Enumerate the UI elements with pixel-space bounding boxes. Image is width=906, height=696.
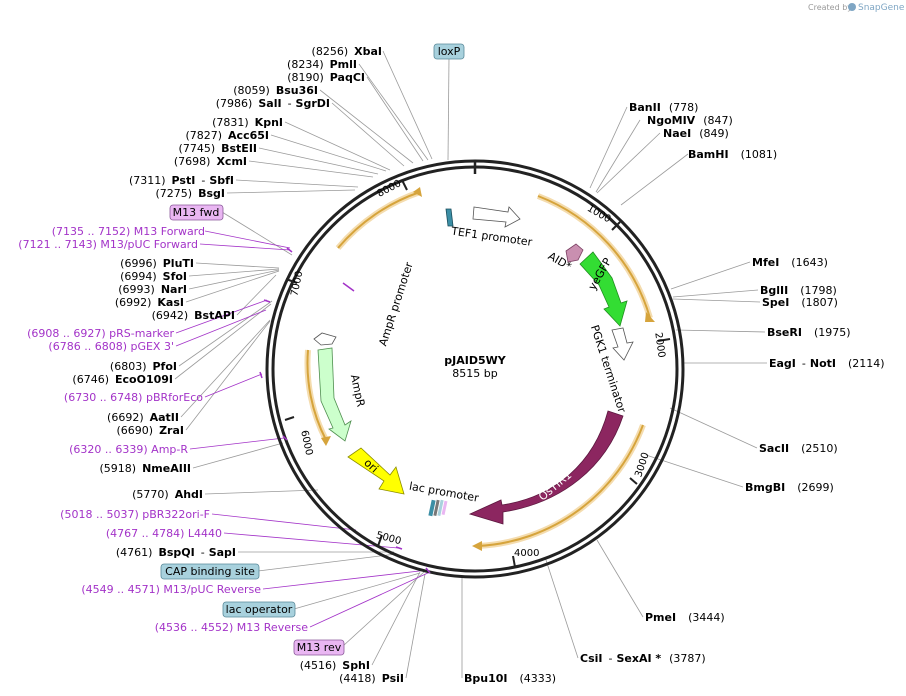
site-label-banii: BanII(778) [629,101,698,114]
site-label-pmei: PmeI(3444) [645,611,725,624]
site-label-kpni: (7831)KpnI [212,116,283,129]
site-label-spei: SpeI(1807) [762,296,838,309]
ostir1-arrow [468,410,624,525]
ruler-label-7000: 7000 [289,270,305,297]
tef1-promoter-arrow [472,206,521,228]
site-label-bamhi: BamHI(1081) [688,148,777,161]
ruler-label-6000: 6000 [298,429,314,456]
ruler-label-3000: 3000 [633,451,651,479]
ampr-promoter-arrow [313,332,337,346]
site-label-xbai: (8256)XbaI [312,45,382,58]
primer-label-prs-marker: (6908 .. 6927) pRS-marker [27,327,174,340]
site-label-bmgbi: BmgBI(2699) [745,481,834,494]
site-label-nmeaiii: (5918)NmeAIII [100,462,192,475]
svg-text:M13 rev: M13 rev [297,641,342,654]
svg-text:lac operator: lac operator [226,603,293,616]
svg-text:CAP binding site: CAP binding site [165,565,255,578]
primer-leaders [175,230,431,628]
site-label-bglii: BglII(1798) [760,284,837,297]
box-m13-rev: M13 rev [293,639,345,656]
svg-text:M13 fwd: M13 fwd [173,206,220,219]
site-label-bseri: BseRI(1975) [767,326,851,339]
ruler-label-4000: 4000 [514,548,539,559]
primer-label-pbrforeco: (6730 .. 6748) pBRforEco [64,391,203,404]
feature-label-tef1-promoter: TEF1 promoter [449,224,533,248]
site-label-csii: CsiI-SexAI *(3787) [580,652,706,665]
aid-star-arrow [565,243,584,263]
site-label-acc65i: (7827)Acc65I [185,129,269,142]
plasmid-length: 8515 bp [452,367,497,380]
orf-arcs [304,187,655,551]
site-label-naei: NaeI(849) [663,127,729,140]
plasmid-name: pJAID5WY [444,354,506,367]
primer-labels: (7135 .. 7152) M13 Forward (7121 .. 7143… [18,225,308,634]
site-label-nari: (6993)NarI [118,283,187,296]
snapgene-logo-icon [848,3,856,11]
feature-label-ampr: AmpR [348,373,368,408]
pgk1-terminator-arrow [611,327,634,361]
credit-brand: SnapGene [858,3,905,13]
site-label-aatii: (6692)AatII [107,411,179,424]
ori-arrow [347,447,405,495]
site-label-sacii: SacII(2510) [759,442,838,455]
ruler-label-2000: 2000 [652,332,666,359]
site-label-bstapi: (6942)BstAPI [152,309,235,322]
ruler-ticks [284,179,671,568]
site-label-mfei: MfeI(1643) [752,256,828,269]
primer-label-amp-r: (6320 .. 6339) Amp-R [69,443,188,456]
site-label-ngomiv: NgoMIV(847) [647,114,733,127]
yegfp-arrow [579,251,628,327]
site-label-bpu10i: Bpu10I(4333) [464,672,556,685]
left-site-labels: (8256)XbaI (8234)PmlI (8190)PaqCI (8059)… [72,45,404,685]
site-label-sali: (7986)SalI-SgrDI [216,97,330,110]
site-label-sphi: (4516)SphI [300,659,370,672]
site-label-bspqi: (4761)BspQI-SapI [116,546,236,559]
site-label-kasi: (6992)KasI [115,296,184,309]
primer-label-pbr322ori-f: (5018 .. 5037) pBR322ori-F [60,508,210,521]
credit-prefix: Created by [808,3,852,12]
box-cap-binding-site: CAP binding site [160,563,260,580]
site-label-pfoi: (6803)PfoI [110,360,177,373]
primer-label-l4440: (4767 .. 4784) L4440 [106,527,222,540]
ampr-promoter-primer-bar [342,282,355,292]
leader-lines [174,50,767,679]
box-m13-fwd: M13 fwd [169,204,224,221]
ampr-arrow [317,347,352,442]
site-label-xcmi: (7698)XcmI [174,155,247,168]
right-site-labels: BanII(778) NgoMIV(847) NaeI(849) BamHI(1… [464,101,885,685]
site-label-bsu36i: (8059)Bsu36I [233,84,318,97]
primer-ticks [259,247,431,574]
site-label-psti: (7311)PstI-SbfI [129,174,234,187]
primer-label-pgex-3: (6786 .. 6808) pGEX 3' [48,340,174,353]
site-label-pmli: (8234)PmlI [287,58,357,71]
site-label-bsgi: (7275)BsgI [156,187,225,200]
loxp-marker [445,208,454,227]
ruler-label-8000: 8000 [376,178,404,200]
feature-label-ampr-promoter: AmpR promoter [376,260,416,348]
primer-label-m13-puc-forward: (7121 .. 7143) M13/pUC Forward [18,238,198,251]
site-label-paqci: (8190)PaqCI [287,71,365,84]
site-label-eagi: EagI-NotI(2114) [769,357,885,370]
feature-label-lac-promoter: lac promoter [408,480,480,505]
primer-label-m13-forward: (7135 .. 7152) M13 Forward [52,225,205,238]
box-lac-operator: lac operator [222,601,296,618]
site-label-pluti: (6996)PluTI [120,257,194,270]
lac-features-cluster [428,499,448,517]
svg-text:loxP: loxP [438,45,461,58]
primer-label-m13-reverse: (4536 .. 4552) M13 Reverse [155,621,308,634]
box-loxp: loxP [433,43,465,60]
site-label-ecoo109i: (6746)EcoO109I [72,373,173,386]
primer-label-m13-puc-reverse: (4549 .. 4571) M13/pUC Reverse [81,583,261,596]
site-label-bsteii: (7745)BstEII [179,142,257,155]
site-label-ahdi: (5770)AhdI [132,488,203,501]
site-label-psii: (4418)PsiI [339,672,404,685]
site-label-sfoi: (6994)SfoI [120,270,187,283]
site-label-zrai: (6690)ZraI [117,424,185,437]
